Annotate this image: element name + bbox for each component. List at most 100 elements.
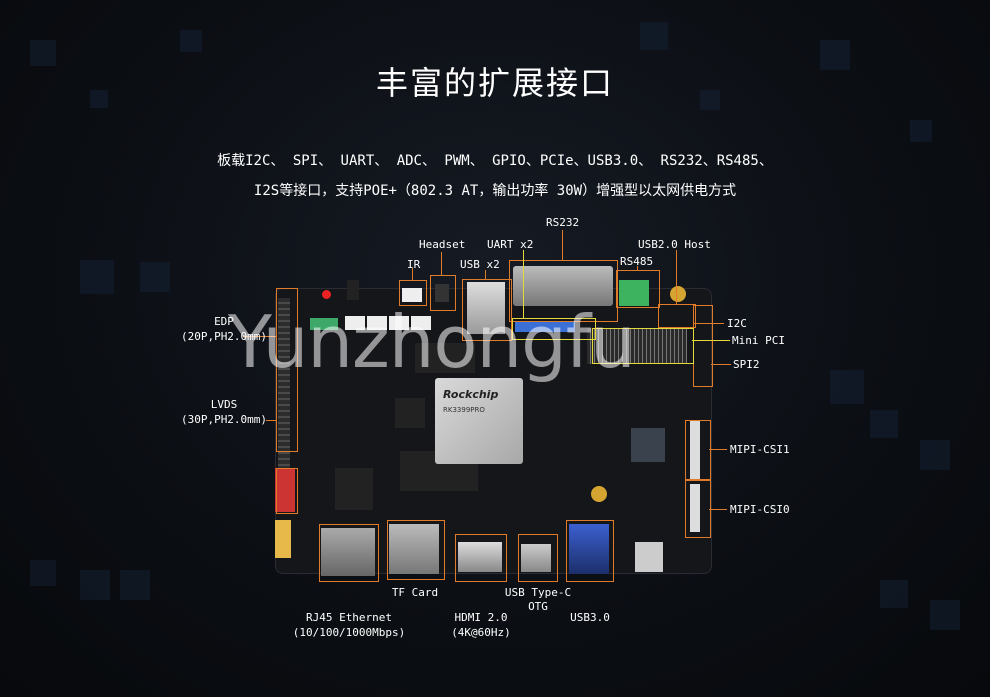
bg-tile	[80, 570, 110, 600]
label-rj45: RJ45 Ethernet	[305, 611, 393, 624]
label-lvds: LVDS	[210, 398, 238, 411]
soc-chip: Rockchip RK3399PRO	[435, 378, 523, 464]
bg-tile	[830, 370, 864, 404]
chip-brand: Rockchip	[443, 388, 499, 401]
power-jack	[635, 542, 663, 572]
label-usbx2: USB x2	[460, 258, 500, 271]
wifi-chip	[631, 428, 665, 462]
bg-tile	[80, 260, 114, 294]
usb30-highlight	[566, 520, 614, 582]
label-headset: Headset	[419, 238, 466, 251]
spi2-highlight	[693, 305, 713, 387]
bg-tile	[910, 120, 932, 142]
uart-highlight	[512, 318, 596, 340]
leader-line	[441, 252, 442, 275]
usb-typec-port	[521, 544, 551, 572]
leader-line	[709, 449, 727, 450]
usbx2-highlight	[462, 279, 512, 341]
rj45-highlight	[319, 524, 379, 582]
circuit-board: Rockchip RK3399PRO	[275, 266, 712, 576]
leader-line	[711, 364, 731, 365]
label-usbtypec: USB Type-C	[504, 586, 572, 599]
bg-tile	[30, 560, 56, 586]
mipi-csi1-connector	[690, 420, 700, 480]
chip-model: RK3399PRO	[443, 406, 485, 414]
label-tfcard: TF Card	[391, 586, 439, 599]
label-usb20host: USB2.0 Host	[638, 238, 711, 251]
headset-highlight	[430, 275, 456, 311]
rs232-db9	[513, 266, 613, 306]
hdmi-highlight	[455, 534, 507, 582]
led	[322, 290, 331, 299]
memory-chip	[415, 343, 475, 373]
bg-tile	[700, 90, 720, 110]
label-rs232: RS232	[546, 216, 580, 229]
bg-tile	[930, 600, 960, 630]
label-minipci: Mini PCI	[732, 334, 785, 347]
bg-tile	[90, 90, 108, 108]
leader-line	[694, 323, 724, 324]
mipi-csi0-connector	[690, 484, 700, 532]
ir-receiver	[347, 280, 359, 300]
leader-line	[692, 340, 730, 341]
label-lvds-spec: (30P,PH2.0mm)	[180, 413, 268, 426]
label-ir: IR	[407, 258, 421, 271]
rs485-highlight	[616, 270, 660, 308]
minipci-slot	[587, 328, 687, 364]
leader-line	[637, 266, 638, 270]
label-rj45-spec: (10/100/1000Mbps)	[292, 626, 406, 639]
label-i2c: I2C	[727, 317, 747, 330]
green-connector	[310, 318, 338, 330]
label-rs485: RS485	[620, 255, 654, 268]
bg-tile	[870, 410, 898, 438]
rs232-highlight	[509, 260, 618, 322]
white-connector	[367, 316, 387, 330]
ir-highlight	[399, 280, 427, 306]
label-usb30: USB3.0	[570, 611, 610, 624]
chip	[395, 398, 425, 428]
leader-line	[523, 250, 524, 318]
memory-chip	[335, 468, 373, 510]
headset-jack	[435, 284, 449, 302]
pin-header	[278, 298, 290, 468]
hdmi-port	[458, 542, 502, 572]
label-hdmi: HDMI 2.0	[454, 611, 508, 624]
usb-x2-port	[467, 282, 505, 334]
bg-tile	[920, 440, 950, 470]
leader-line	[676, 250, 677, 304]
label-otg: OTG	[528, 600, 548, 613]
description-line-2: I2S等接口，支持POE+（802.3 AT，输出功率 30W）增强型以太网供电…	[253, 183, 737, 199]
i2c-highlight	[658, 304, 696, 328]
bg-tile	[820, 40, 850, 70]
label-edp: EDP	[214, 315, 234, 328]
white-connector	[345, 316, 365, 330]
white-connector	[411, 316, 431, 330]
rs485-terminal	[619, 280, 649, 306]
label-edp-spec: (20P,PH2.0mm)	[180, 330, 268, 343]
mount-hole	[670, 286, 686, 302]
bg-tile	[180, 30, 202, 52]
bg-tile	[880, 580, 908, 608]
leader-line	[485, 270, 486, 279]
label-mipi-csi0: MIPI-CSI0	[730, 503, 790, 516]
leader-line	[562, 230, 563, 260]
mipi-csi0-highlight	[685, 480, 711, 538]
bg-tile	[30, 40, 56, 66]
watermark: Yunzhongfu	[228, 300, 636, 384]
leader-line	[412, 268, 413, 280]
minipci-highlight	[592, 328, 694, 364]
label-spi2: SPI2	[733, 358, 760, 371]
uart-header	[515, 322, 575, 332]
tf-card-slot	[389, 524, 439, 574]
ir-connector	[402, 288, 422, 302]
description-line-1: 板载I2C、 SPI、 UART、 ADC、 PWM、 GPIO、PCIe、US…	[217, 153, 773, 169]
leader-line	[243, 336, 276, 337]
yellow-connector	[275, 520, 291, 558]
label-hdmi-spec: (4K@60Hz)	[451, 626, 511, 639]
tfcard-highlight	[387, 520, 445, 580]
leader-line	[266, 420, 276, 421]
usbtypec-highlight	[518, 534, 558, 582]
usb30-port	[569, 524, 609, 574]
mount-hole	[591, 486, 607, 502]
